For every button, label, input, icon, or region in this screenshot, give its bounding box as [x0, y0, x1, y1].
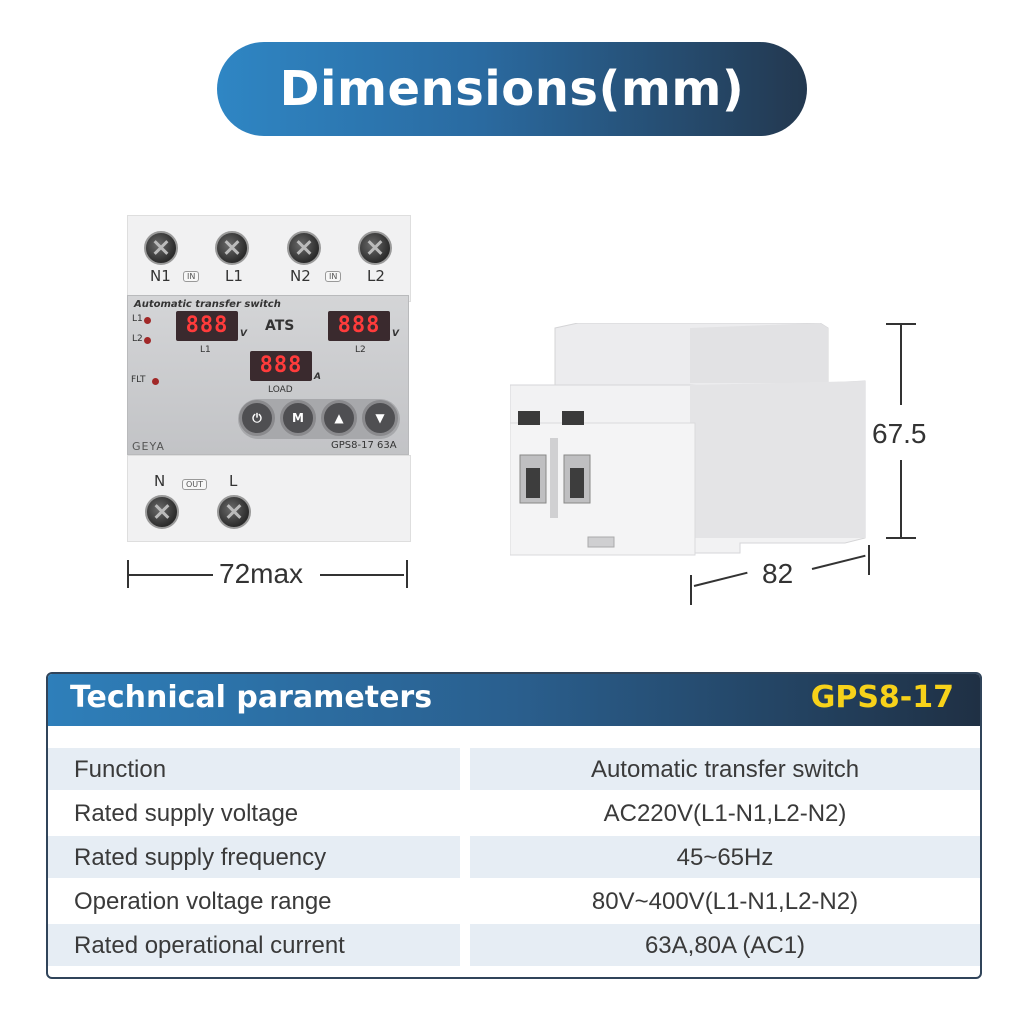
page-title: Dimensions(mm) — [279, 61, 745, 117]
device-side-view — [510, 323, 866, 556]
brand-logo: GEYA — [132, 440, 165, 453]
dim-tick-depth-left — [690, 575, 692, 605]
model-rating: GPS8-17 63A — [331, 440, 397, 451]
dim-line-width-right — [320, 574, 404, 576]
led-label-l1: L1 — [132, 314, 143, 324]
mode-label: M — [292, 411, 304, 425]
param-name: Rated operational current — [74, 932, 345, 959]
dim-line-depth-left — [693, 571, 748, 587]
terminal-label-n1: N1 — [150, 267, 171, 285]
out-tag: OUT — [182, 479, 208, 490]
power-icon: ⏻ — [252, 411, 262, 425]
param-value: 45~65Hz — [676, 844, 774, 871]
title-banner: Dimensions(mm) — [217, 42, 807, 136]
screw-icon — [215, 231, 249, 265]
param-value: 63A,80A (AC1) — [644, 932, 806, 959]
led-flt — [152, 378, 159, 385]
screw-icon — [145, 495, 179, 529]
in-tag: IN — [325, 271, 342, 282]
table-row: Operation voltage range 80V~400V(L1-N1,L… — [48, 880, 980, 922]
param-name: Operation voltage range — [74, 888, 332, 915]
row-label-cell: Rated operational current — [48, 924, 460, 966]
up-icon: ▲ — [334, 411, 344, 425]
load-caption: LOAD — [268, 385, 293, 395]
mode-button[interactable]: M — [280, 400, 316, 436]
down-icon: ▼ — [375, 411, 385, 425]
display-l2: 888 — [328, 311, 390, 341]
terminal-label-l1: L1 — [225, 267, 243, 285]
led-label-l2: L2 — [132, 334, 143, 344]
screw-icon — [217, 495, 251, 529]
table-row: Rated supply voltage AC220V(L1-N1,L2-N2) — [48, 792, 980, 834]
param-name: Rated supply frequency — [74, 844, 327, 871]
unit-v: V — [392, 329, 399, 339]
screw-icon — [358, 231, 392, 265]
table-header: Technical parameters GPS8-17 — [48, 674, 980, 726]
l2-caption: L2 — [355, 345, 366, 355]
param-value: 80V~400V(L1-N1,L2-N2) — [591, 888, 859, 915]
dim-tick-top — [886, 323, 916, 325]
row-label-cell: Operation voltage range — [48, 880, 460, 922]
param-name: Rated supply voltage — [74, 800, 299, 827]
unit-a: A — [314, 372, 321, 382]
display-l1: 888 — [176, 311, 238, 341]
technical-parameters-table: Technical parameters GPS8-17 Function Au… — [46, 672, 982, 979]
terminal-label-l2: L2 — [367, 267, 385, 285]
up-button[interactable]: ▲ — [321, 400, 357, 436]
terminal-label-n: N — [154, 472, 166, 490]
led-label-flt: FLT — [131, 375, 146, 385]
ats-label: ATS — [265, 318, 295, 334]
param-value: Automatic transfer switch — [590, 756, 860, 783]
unit-v: V — [240, 329, 247, 339]
screw-icon — [287, 231, 321, 265]
display-load: 888 — [250, 351, 312, 381]
row-label-cell: Function — [48, 748, 460, 790]
led-l2 — [144, 337, 151, 344]
table-title: Technical parameters — [70, 680, 433, 715]
table-row: Rated operational current 63A,80A (AC1) — [48, 924, 980, 966]
terminal-label-l: L — [229, 472, 238, 490]
dim-tick-right — [406, 560, 408, 588]
row-value-cell: AC220V(L1-N1,L2-N2) — [470, 792, 980, 834]
dimension-width-label: 72max — [219, 558, 304, 589]
device-front-view: N1 L1 N2 L2 IN IN Automatic transfer swi… — [127, 215, 411, 542]
param-name: Function — [74, 756, 167, 783]
led-l1 — [144, 317, 151, 324]
row-label-cell: Rated supply voltage — [48, 792, 460, 834]
dim-tick-bottom — [886, 537, 916, 539]
terminal-label-n2: N2 — [290, 267, 311, 285]
screw-icon — [144, 231, 178, 265]
dim-line-height-top — [900, 325, 902, 405]
down-button[interactable]: ▼ — [362, 400, 398, 436]
dimension-height-label: 67.5 — [872, 418, 927, 449]
row-label-cell: Rated supply frequency — [48, 836, 460, 878]
l1-caption: L1 — [200, 345, 211, 355]
row-value-cell: 63A,80A (AC1) — [470, 924, 980, 966]
row-value-cell: Automatic transfer switch — [470, 748, 980, 790]
dimension-depth-label: 82 — [762, 558, 794, 589]
dim-line-height-bottom — [900, 460, 902, 537]
dim-tick-depth-right — [868, 545, 870, 575]
device-bottom-terminal-block — [127, 455, 411, 542]
param-value: AC220V(L1-N1,L2-N2) — [603, 800, 847, 827]
row-value-cell: 45~65Hz — [470, 836, 980, 878]
row-value-cell: 80V~400V(L1-N1,L2-N2) — [470, 880, 980, 922]
in-tag: IN — [183, 271, 200, 282]
table-row: Rated supply frequency 45~65Hz — [48, 836, 980, 878]
power-button[interactable]: ⏻ — [239, 400, 275, 436]
dim-tick-left — [127, 560, 129, 588]
table-row: Function Automatic transfer switch — [48, 748, 980, 790]
panel-title: Automatic transfer switch — [134, 299, 281, 310]
device-front-panel: Automatic transfer switch L1 L2 FLT 888 … — [127, 295, 409, 455]
dim-line-width-left — [129, 574, 213, 576]
table-model: GPS8-17 — [810, 680, 954, 715]
